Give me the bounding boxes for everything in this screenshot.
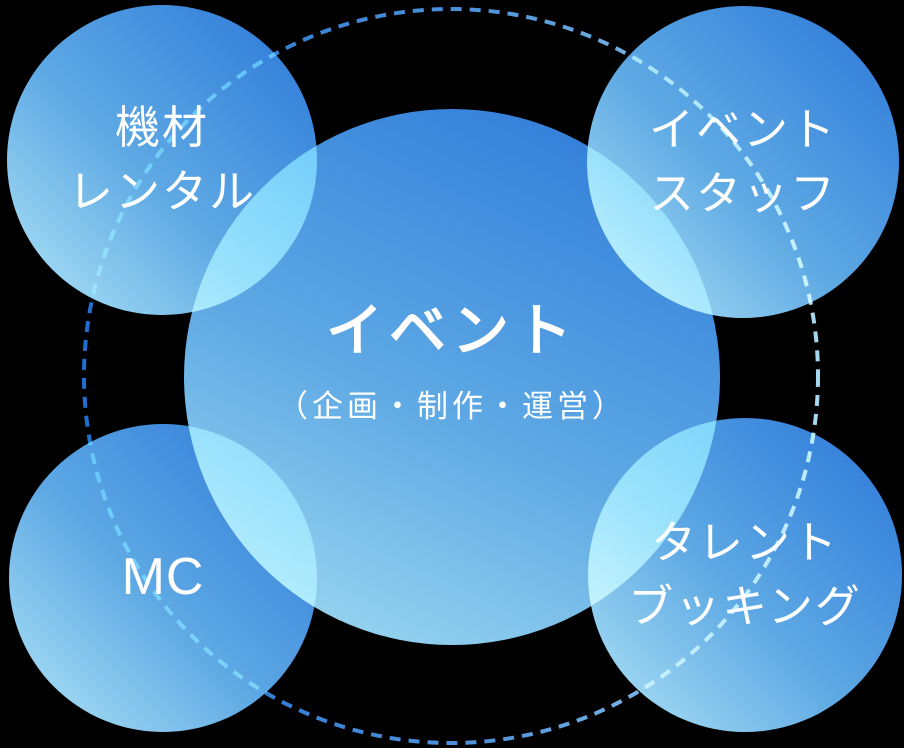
satellite-circle-event-staff: イベント スタッフ [587,6,899,318]
center-circle-content: イベント （企画・制作・運営） [277,300,627,426]
satellite-label-line: MC [121,548,205,607]
satellite-label-line: タレント [650,517,839,569]
satellite-label-line: スタッフ [648,168,837,219]
satellite-circle-mc: MC [9,424,317,732]
center-circle-title: イベント [326,299,578,364]
center-circle-subtitle: （企画・制作・運営） [277,388,627,424]
satellite-label-line: イベント [648,104,837,156]
satellite-circle-talent-booking: タレント ブッキング [588,418,902,732]
satellite-label-line: レンタル [67,166,256,217]
satellite-label-line: ブッキング [628,581,862,632]
satellite-label-line: 機材 [114,102,209,154]
